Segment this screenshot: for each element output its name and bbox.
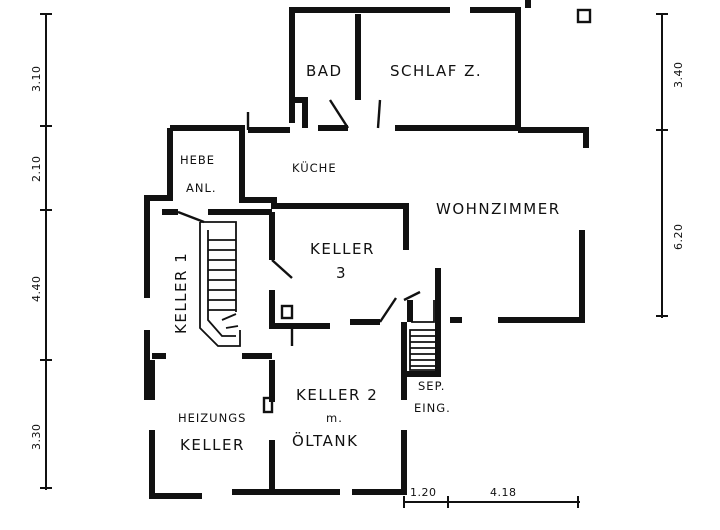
- dim-bottom-2: 4.18: [490, 486, 517, 499]
- walls: [144, 0, 592, 499]
- label-heizungskeller-line1: HEIZUNGS: [178, 411, 246, 425]
- label-heizungskeller-line2: KELLER: [180, 436, 245, 454]
- left-dimension-line: [40, 13, 52, 490]
- label-keller-2-line1: KELLER 2: [296, 386, 378, 404]
- room-labels: BAD SCHLAF Z. HEBE ANL. KÜCHE WOHNZIMMER…: [172, 62, 561, 454]
- dim-left-3: 4.40: [30, 276, 43, 303]
- label-hebeanlage-1: HEBE: [180, 153, 215, 167]
- label-keller-3-line2: 3: [336, 264, 347, 282]
- label-wohnzimmer: WOHNZIMMER: [436, 200, 561, 218]
- dim-left-2: 2.10: [30, 156, 43, 183]
- right-dimension-line: [656, 13, 668, 318]
- dim-left-4: 3.30: [30, 424, 43, 451]
- label-sep-eingang-line1: SEP.: [418, 379, 445, 393]
- entrance-staircase: [409, 300, 437, 371]
- dim-right-2: 6.20: [672, 224, 685, 251]
- dim-bottom-1: 1.20: [410, 486, 437, 499]
- main-staircase: [199, 221, 241, 347]
- dimension-labels: 3.10 2.10 4.40 3.30 3.40 6.20 1.20 4.18: [30, 62, 685, 500]
- label-keller-2-line3: ÖLTANK: [292, 431, 358, 450]
- label-bad: BAD: [306, 62, 343, 80]
- bottom-dimension-line: [403, 496, 580, 508]
- label-kueche: KÜCHE: [292, 159, 337, 175]
- dim-left-1: 3.10: [30, 66, 43, 93]
- label-schlafzimmer: SCHLAF Z.: [390, 62, 482, 80]
- label-keller-3-line1: KELLER: [310, 240, 375, 258]
- dim-right-1: 3.40: [672, 62, 685, 89]
- label-sep-eingang-line2: EING.: [414, 401, 451, 415]
- label-keller-2-line2: m.: [326, 411, 343, 425]
- label-hebeanlage-2: ANL.: [186, 181, 217, 195]
- label-keller-1: KELLER 1: [172, 252, 190, 334]
